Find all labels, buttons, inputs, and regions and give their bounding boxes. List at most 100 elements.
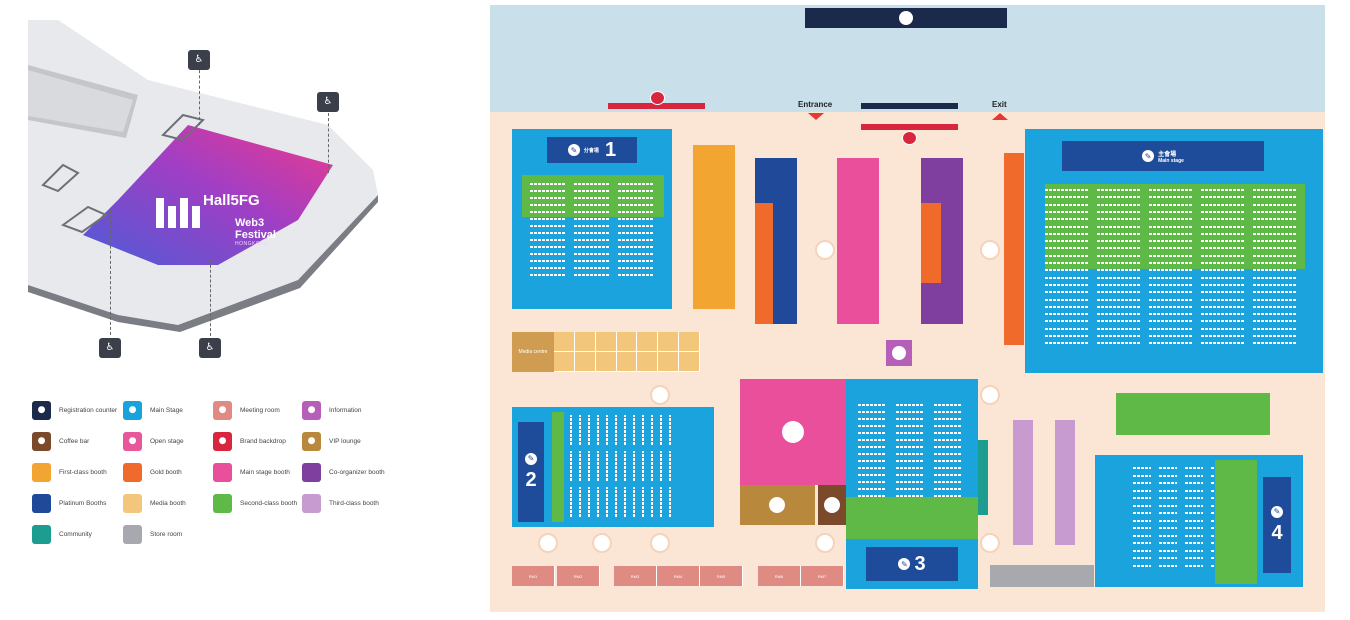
- gold-booths[interactable]: [755, 203, 773, 324]
- seat-row: [1149, 240, 1193, 243]
- community-booths[interactable]: [978, 440, 988, 515]
- pin-line: [328, 113, 329, 173]
- third-class-booths[interactable]: [1013, 420, 1033, 545]
- legend-label: Registration counter: [59, 406, 118, 414]
- seat-row: [1097, 305, 1141, 308]
- seat-row: [896, 488, 924, 490]
- media-booth[interactable]: [679, 352, 700, 372]
- gold-booths[interactable]: [1004, 153, 1024, 345]
- seat-row: [1185, 542, 1203, 544]
- media-booth[interactable]: [658, 352, 680, 372]
- seat-row: [1253, 218, 1297, 221]
- meeting-room[interactable]: RM5: [700, 566, 743, 586]
- seat-row: [1045, 269, 1089, 272]
- media-booth[interactable]: [595, 352, 617, 372]
- seat-row: [934, 446, 962, 448]
- seat-row: [1045, 262, 1089, 264]
- seat-row: [1133, 497, 1151, 499]
- seat-row: [1253, 335, 1297, 337]
- registration-counter[interactable]: [805, 8, 1007, 28]
- seat-row: [574, 197, 610, 199]
- legend-swatch: [32, 493, 51, 513]
- seat-row: [1253, 196, 1297, 199]
- seat-row: [618, 211, 654, 213]
- media-booth[interactable]: [554, 352, 575, 372]
- legend-item: First-class booth: [32, 462, 107, 482]
- vip-lounge[interactable]: [740, 485, 815, 525]
- seat-row: [1149, 291, 1193, 294]
- meeting-room-icon: ●: [213, 400, 232, 420]
- seat-row: [1159, 467, 1177, 469]
- seat-row: [1201, 327, 1245, 330]
- seat-row: [1149, 232, 1193, 235]
- branch-stage-3-area[interactable]: ✎ 3: [846, 379, 978, 589]
- seat-row: [1159, 527, 1177, 529]
- media-booth[interactable]: [637, 352, 659, 372]
- seat-row: [1159, 482, 1177, 484]
- seat-row: [858, 460, 886, 462]
- seat-row: [1097, 254, 1141, 257]
- branch-stage-1-area[interactable]: ✎ 分會場 1: [512, 129, 672, 309]
- meeting-room[interactable]: RM4: [657, 566, 700, 586]
- media-booths[interactable]: [554, 332, 700, 372]
- main-stage-icon: ✎: [525, 452, 537, 465]
- seat-row: [858, 432, 886, 434]
- information-desk[interactable]: [886, 340, 912, 366]
- seat-row: [530, 260, 566, 262]
- seat-row: [1201, 196, 1245, 199]
- media-booth[interactable]: [595, 332, 617, 352]
- seat-row: [570, 451, 572, 481]
- media-booth[interactable]: [637, 332, 659, 352]
- media-booth[interactable]: [658, 332, 680, 352]
- meeting-room[interactable]: RM2: [557, 566, 600, 586]
- meeting-room[interactable]: RM6: [758, 566, 801, 586]
- media-booth[interactable]: [616, 352, 638, 372]
- seat-row: [858, 446, 886, 448]
- media-booth[interactable]: [574, 352, 596, 372]
- first-class-booths[interactable]: [693, 145, 735, 309]
- branch-stage-4-area[interactable]: ✎ 4: [1095, 455, 1303, 587]
- branch-stage-2-area[interactable]: ✎ 2: [512, 407, 714, 527]
- gold-booths[interactable]: [921, 203, 941, 283]
- seat-row: [934, 495, 962, 497]
- seat-row: [934, 467, 962, 469]
- media-booth[interactable]: [554, 332, 575, 352]
- media-booth[interactable]: [679, 332, 700, 352]
- seat-row: [574, 267, 610, 269]
- media-booth[interactable]: [616, 332, 638, 352]
- media-centre[interactable]: Media centre: [512, 332, 554, 372]
- meeting-room[interactable]: RM3: [614, 566, 657, 586]
- seat-row: [1201, 210, 1245, 213]
- seat-row: [1149, 189, 1193, 191]
- meeting-room[interactable]: RM1: [512, 566, 555, 586]
- seat-row: [579, 487, 581, 517]
- seat-row: [1201, 203, 1245, 206]
- seat-row: [1201, 320, 1245, 323]
- main-stage-icon: ✎: [1142, 150, 1155, 162]
- station-marker: [650, 385, 670, 405]
- seat-row: [1201, 218, 1245, 221]
- seat-row: [1097, 262, 1141, 264]
- seat-row: [1149, 327, 1193, 330]
- seat-row: [633, 415, 635, 445]
- legend-item: Third-class booth: [302, 493, 379, 513]
- seat-row: [1097, 313, 1141, 316]
- meeting-room[interactable]: RM7: [801, 566, 844, 586]
- seat-row: [1149, 262, 1193, 264]
- hall-isometric-map: ♿ ♿ ♿ ♿ Hall5FG Web3 Festival HONGKONG: [28, 20, 388, 370]
- seat-row: [1133, 557, 1151, 559]
- coffee-bar[interactable]: [818, 485, 846, 525]
- media-booth[interactable]: [574, 332, 596, 352]
- second-class-booths[interactable]: [1116, 393, 1270, 435]
- main-stage-area[interactable]: ✎ 主會場 Main stage: [1025, 129, 1323, 373]
- seat-row: [1149, 298, 1193, 301]
- seat-row: [633, 451, 635, 481]
- coffee-icon: ●: [32, 431, 51, 451]
- main-stage-booths[interactable]: [837, 158, 879, 324]
- third-class-booths[interactable]: [1055, 420, 1075, 545]
- seat-row: [1159, 504, 1177, 507]
- open-stage[interactable]: [740, 379, 846, 485]
- seat-row: [934, 411, 962, 413]
- seat-row: [896, 460, 924, 462]
- seat-row: [530, 253, 566, 255]
